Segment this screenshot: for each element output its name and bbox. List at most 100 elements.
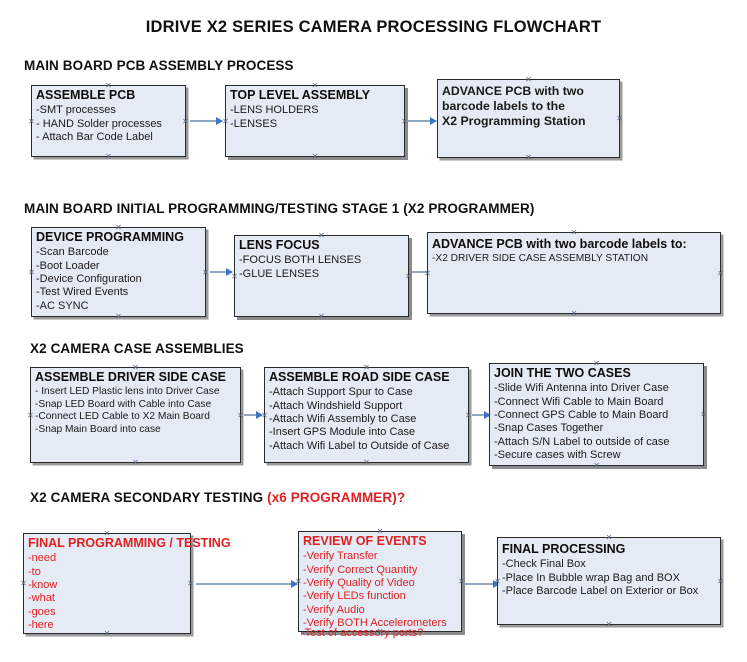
box-line: -Snap LED Board with Cable into Case	[35, 398, 212, 410]
section-header-x2-camera-case-assemblies: X2 CAMERA CASE ASSEMBLIES	[30, 341, 244, 356]
box-title: REVIEW OF EVENTS	[303, 534, 427, 548]
box-line: ADVANCE PCB with two	[442, 84, 584, 98]
connector-handle-right[interactable]: ✕	[616, 114, 623, 123]
box-line: -Secure cases with Screw	[494, 449, 621, 462]
box-line: -AC SYNC	[36, 299, 89, 312]
connector-handle-right[interactable]: ✕	[202, 267, 209, 277]
section-header-text-highlight: (x6 PROGRAMMER)?	[267, 490, 406, 505]
section-header-x2-camera-secondary-testing: X2 CAMERA SECONDARY TESTING (x6 PROGRAMM…	[30, 490, 405, 505]
box-line: -Test Wired Events	[36, 286, 129, 299]
connector-handle-right[interactable]: ✕	[465, 410, 472, 420]
arrow-head-icon	[484, 410, 491, 419]
section-header-text: X2 CAMERA SECONDARY TESTING	[30, 490, 268, 505]
arrow-head-icon	[430, 116, 437, 125]
box-title: ASSEMBLE ROAD SIDE CASE	[269, 370, 450, 384]
connector-handle-right[interactable]: ✕	[717, 268, 724, 278]
connector-handle-left[interactable]: ✕	[28, 116, 35, 126]
connector-handle-bottom[interactable]: ✕	[132, 458, 139, 467]
connector-handle-right[interactable]: ✕	[401, 116, 408, 126]
box-assemble-pcb[interactable]: ASSEMBLE PCB -SMT processes - HAND Solde…	[28, 82, 189, 161]
arrow-head-icon	[291, 579, 298, 588]
box-review-of-events[interactable]: REVIEW OF EVENTS -Verify Transfer -Verif…	[295, 528, 465, 636]
box-title: DEVICE PROGRAMMING	[36, 230, 184, 244]
box-line: -what	[28, 592, 55, 605]
connector-road-case-to-join-cases	[472, 410, 491, 419]
box-final-programming-testing[interactable]: FINAL PROGRAMMING / TESTING -need -to -k…	[20, 530, 230, 638]
box-title: ASSEMBLE DRIVER SIDE CASE	[35, 370, 227, 384]
connector-handle-bottom[interactable]: ✕	[318, 312, 325, 321]
box-line: -Snap Cases Together	[494, 422, 604, 435]
connector-handle-bottom[interactable]: ✕	[105, 152, 112, 161]
box-line: -Insert GPS Module into Case	[269, 426, 416, 439]
connector-handle-right[interactable]: ✕	[458, 577, 465, 586]
page-title: IDRIVE X2 SERIES CAMERA PROCESSING FLOWC…	[145, 18, 602, 36]
box-line: - HAND Solder processes	[36, 117, 162, 130]
box-lens-focus[interactable]: LENS FOCUS -FOCUS BOTH LENSES -GLUE LENS…	[231, 232, 412, 321]
connector-handle-bottom[interactable]: ✕	[115, 312, 122, 321]
section-header-text: MAIN BOARD PCB ASSEMBLY PROCESS	[24, 58, 294, 73]
box-line: -Connect GPS Cable to Main Board	[494, 409, 669, 422]
connector-handle-left[interactable]: ✕	[222, 116, 229, 126]
connector-final-programming-to-review-of-events	[196, 579, 298, 588]
box-final-processing[interactable]: FINAL PROCESSING -Check Final Box -Place…	[494, 533, 724, 629]
connector-handle-bottom[interactable]: ✕	[570, 309, 578, 318]
box-line: -Connect LED Cable to X2 Main Board	[35, 411, 210, 423]
connector-handle-left[interactable]: ✕	[27, 410, 34, 420]
connector-handle-bottom[interactable]: ✕	[363, 458, 370, 467]
box-line: -Place Barcode Label on Exterior or Box	[502, 585, 699, 598]
arrow-head-icon	[226, 267, 233, 276]
connector-handle-bottom[interactable]: ✕	[311, 152, 319, 161]
box-line: -Attach Wifi Assembly to Case	[269, 413, 417, 426]
connector-assemble-pcb-to-top-level	[190, 116, 223, 125]
box-line: -goes	[28, 605, 56, 618]
box-line: -Boot Loader	[36, 259, 100, 272]
box-join-the-two-cases[interactable]: JOIN THE TWO CASES -Slide Wifi Antenna i…	[489, 360, 707, 470]
box-line: - Insert LED Plastic lens into Driver Ca…	[35, 386, 220, 398]
box-advance-pcb-to-programming-station[interactable]: ADVANCE PCB with two barcode labels to t…	[437, 75, 623, 162]
connector-handle-bottom[interactable]: ✕	[593, 461, 600, 470]
box-line: -Attach Support Spur to Case	[269, 386, 413, 399]
connector-handle-top[interactable]: ✕	[570, 228, 578, 237]
connector-handle-bottom[interactable]: ✕	[605, 620, 613, 629]
box-line: -Attach S/N Label to outside of case	[494, 435, 670, 448]
box-line-overflow: -Test of accessory ports?	[301, 627, 424, 639]
box-line: -Device Configuration	[36, 273, 142, 286]
box-line: -Snap Main Board into case	[35, 423, 161, 435]
connector-handle-top[interactable]: ✕	[525, 75, 532, 84]
box-line: -Verify BOTH Accelerometers	[303, 617, 447, 630]
box-title: ADVANCE PCB with two barcode labels to:	[432, 237, 687, 251]
box-line: -X2 DRIVER SIDE CASE ASSEMBLY STATION	[432, 253, 649, 265]
connector-handle-right[interactable]: ✕	[717, 576, 724, 586]
box-line: -here	[28, 619, 54, 632]
connector-handle-right[interactable]: ✕	[405, 271, 412, 281]
box-title: LENS FOCUS	[239, 238, 320, 252]
connector-handle-right[interactable]: ✕	[700, 410, 707, 419]
box-assemble-road-side-case[interactable]: ASSEMBLE ROAD SIDE CASE -Attach Support …	[261, 364, 472, 467]
box-line: -know	[28, 579, 58, 592]
connector-handle-right[interactable]: ✕	[237, 410, 244, 420]
box-line: X2 Programming Station	[442, 114, 586, 128]
box-line: - Attach Bar Code Label	[36, 131, 153, 144]
connector-handle-top[interactable]: ✕	[605, 533, 613, 542]
connector-handle-bottom[interactable]: ✕	[525, 153, 532, 162]
connector-device-programming-to-lens-focus	[210, 267, 233, 276]
connector-review-of-events-to-final-processing	[465, 579, 500, 588]
box-assemble-driver-side-case[interactable]: ASSEMBLE DRIVER SIDE CASE - Insert LED P…	[27, 364, 244, 467]
box-line: -Slide Wifi Antenna into Driver Case	[494, 382, 669, 395]
box-line: -need	[28, 552, 57, 565]
connector-handle-left[interactable]: ✕	[20, 579, 27, 588]
box-advance-pcb-to-driver-side-case[interactable]: ADVANCE PCB with two barcode labels to: …	[424, 228, 724, 318]
connector-handle-right[interactable]: ✕	[187, 579, 194, 588]
box-title: JOIN THE TWO CASES	[494, 366, 631, 380]
box-top-level-assembly[interactable]: TOP LEVEL ASSEMBLY -LENS HOLDERS -LENSES…	[222, 82, 408, 161]
box-line: -Verify LEDs function	[303, 590, 406, 603]
connector-handle-left[interactable]: ✕	[28, 267, 35, 277]
box-title: FINAL PROCESSING	[502, 542, 626, 556]
connector-handle-right[interactable]: ✕	[182, 116, 189, 126]
arrow-head-icon	[493, 579, 500, 588]
box-line: -Verify Audio	[303, 603, 365, 616]
arrow-head-icon	[256, 410, 263, 419]
box-device-programming[interactable]: DEVICE PROGRAMMING -Scan Barcode -Boot L…	[28, 224, 209, 321]
box-line: -Verify Correct Quantity	[303, 563, 418, 576]
